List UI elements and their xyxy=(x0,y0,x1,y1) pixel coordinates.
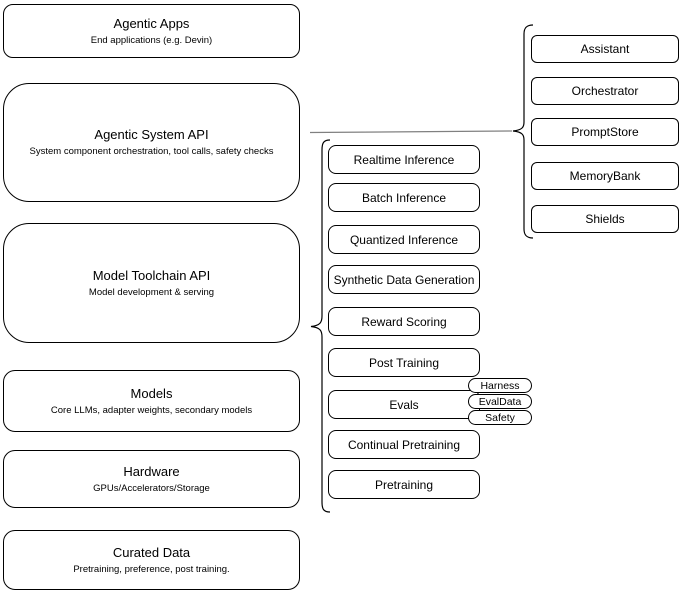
node-memorybank: MemoryBank xyxy=(531,162,679,190)
node-realtime-inference: Realtime Inference xyxy=(328,145,480,174)
tag-evaldata: EvalData xyxy=(468,394,532,409)
node-subtitle: Core LLMs, adapter weights, secondary mo… xyxy=(50,404,253,416)
node-evals: Evals xyxy=(328,390,480,419)
node-hardware: Hardware GPUs/Accelerators/Storage xyxy=(3,450,300,508)
node-post-training: Post Training xyxy=(328,348,480,377)
node-agentic-apps: Agentic Apps End applications (e.g. Devi… xyxy=(3,4,300,58)
node-title: Models xyxy=(130,385,173,401)
node-models: Models Core LLMs, adapter weights, secon… xyxy=(3,370,300,432)
middle-column-brace xyxy=(310,139,331,513)
node-title: Agentic Apps xyxy=(113,15,190,31)
node-synthetic-data-generation: Synthetic Data Generation xyxy=(328,265,480,294)
node-orchestrator: Orchestrator xyxy=(531,77,679,105)
node-agentic-system-api: Agentic System API System component orch… xyxy=(3,83,300,202)
node-subtitle: Pretraining, preference, post training. xyxy=(73,563,230,575)
node-curated-data: Curated Data Pretraining, preference, po… xyxy=(3,530,300,590)
tag-harness: Harness xyxy=(468,378,532,393)
node-pretraining: Pretraining xyxy=(328,470,480,499)
node-subtitle: Model development & serving xyxy=(88,286,215,298)
node-batch-inference: Batch Inference xyxy=(328,183,480,212)
node-quantized-inference: Quantized Inference xyxy=(328,225,480,254)
node-shields: Shields xyxy=(531,205,679,233)
right-column-brace xyxy=(512,24,534,239)
node-title: Hardware xyxy=(123,463,180,479)
node-title: Model Toolchain API xyxy=(92,267,211,283)
node-promptstore: PromptStore xyxy=(531,118,679,146)
node-subtitle: System component orchestration, tool cal… xyxy=(29,146,274,157)
node-subtitle: GPUs/Accelerators/Storage xyxy=(93,482,210,494)
node-model-toolchain-api: Model Toolchain API Model development & … xyxy=(3,223,300,343)
node-continual-pretraining: Continual Pretraining xyxy=(328,430,480,459)
node-reward-scoring: Reward Scoring xyxy=(328,307,480,336)
api-to-components-connector-line xyxy=(309,130,513,134)
node-title: Agentic System API xyxy=(94,127,209,142)
node-title: Curated Data xyxy=(112,544,191,560)
tag-safety: Safety xyxy=(468,410,532,425)
node-subtitle: End applications (e.g. Devin) xyxy=(90,34,213,46)
node-assistant: Assistant xyxy=(531,35,679,63)
